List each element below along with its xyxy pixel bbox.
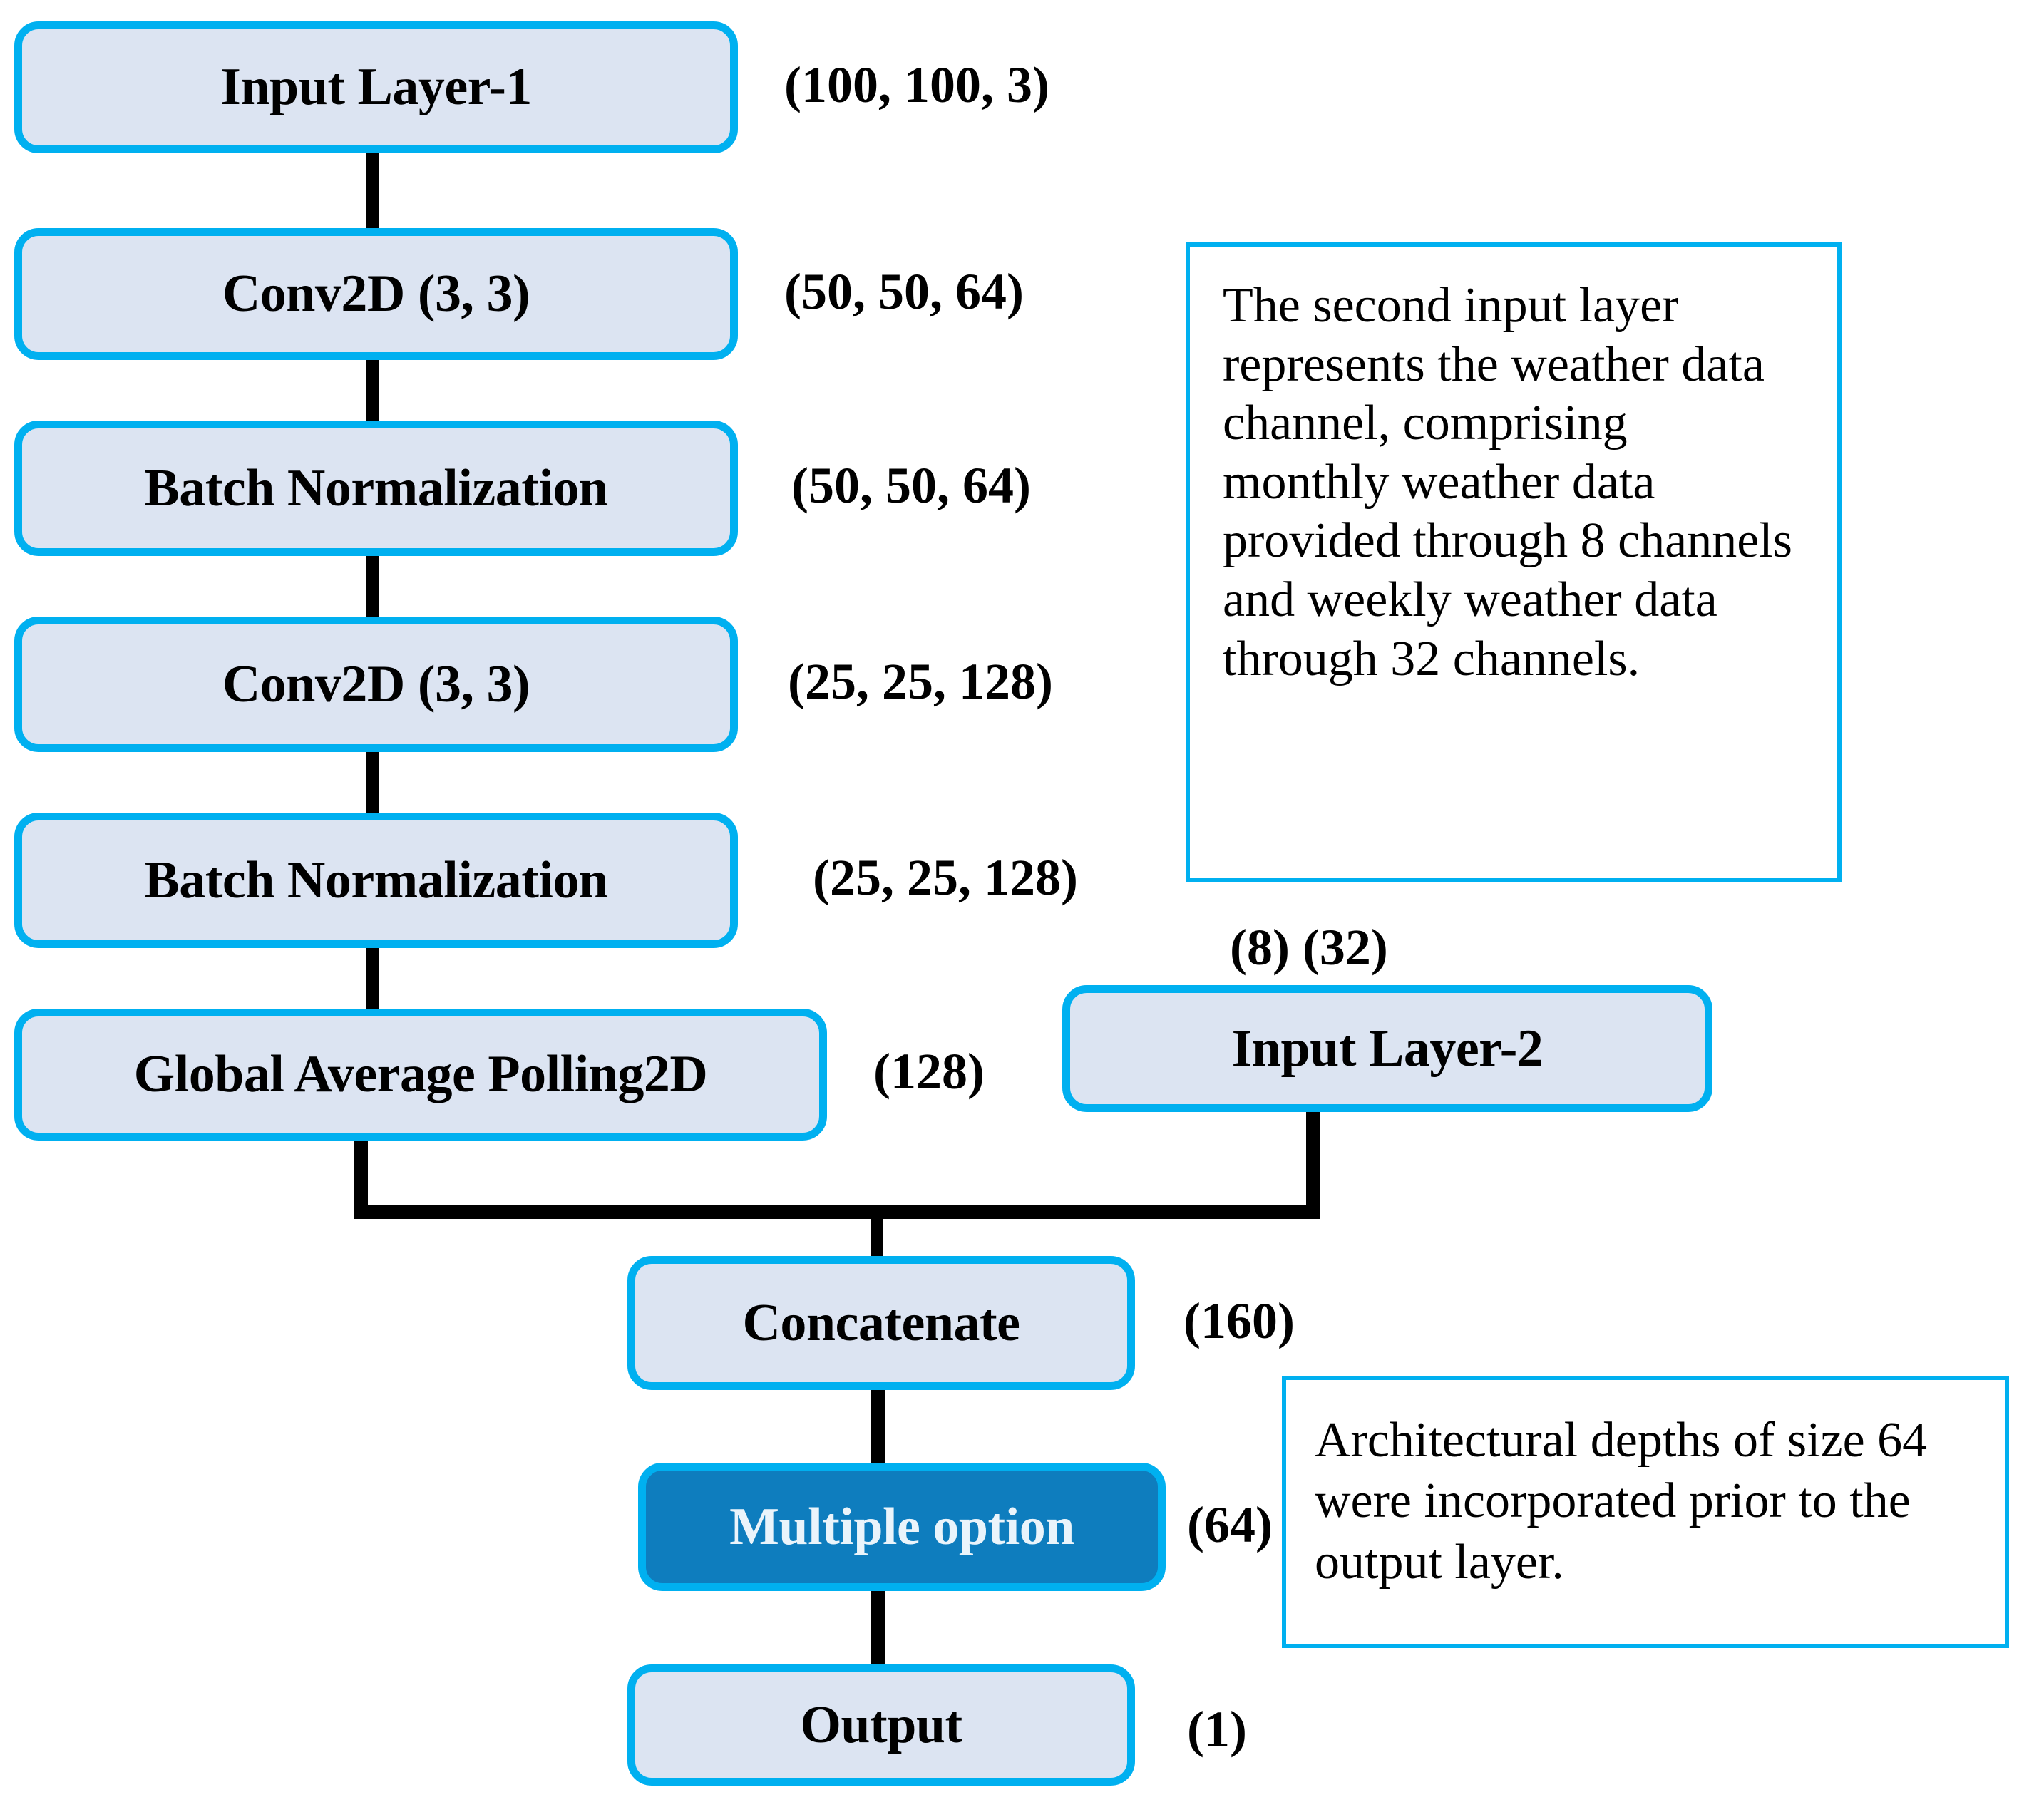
node-concatenate[interactable]: Concatenate (627, 1256, 1135, 1390)
note-text: Architectural depths of size 64 were inc… (1315, 1413, 1928, 1590)
shape-label-input-layer-1: (100, 100, 3) (784, 56, 1049, 113)
node-label: Conv2D (3, 3) (222, 264, 530, 323)
note-text: The second input layer represents the we… (1223, 278, 1792, 686)
shape-label-input-layer-2: (8) (32) (1230, 919, 1388, 976)
node-label: Global Average Polling2D (133, 1045, 708, 1103)
shape-label-batch-normalization-1: (50, 50, 64) (791, 457, 1031, 514)
edge-input2-down (1306, 1101, 1320, 1219)
node-input-layer-1[interactable]: Input Layer-1 (14, 21, 738, 153)
edge-bn1-conv2 (366, 547, 379, 626)
node-label: Batch Normalization (144, 850, 608, 910)
edge-conv2-bn2 (366, 743, 379, 822)
shape-label-batch-normalization-2: (25, 25, 128) (813, 849, 1078, 906)
node-batch-normalization-1[interactable]: Batch Normalization (14, 421, 738, 556)
shape-label-multiple-option: (64) (1187, 1496, 1273, 1553)
node-conv2d-1[interactable]: Conv2D (3, 3) (14, 228, 738, 360)
node-output[interactable]: Output (627, 1664, 1135, 1786)
shape-label-concatenate: (160) (1183, 1292, 1295, 1349)
edge-dense-output (871, 1588, 885, 1670)
node-label: Multiple option (729, 1497, 1074, 1556)
edge-gap-down (354, 1128, 368, 1218)
node-batch-normalization-2[interactable]: Batch Normalization (14, 813, 738, 948)
node-label: Input Layer-1 (220, 58, 532, 116)
shape-label-global-average-pooling2d: (128) (873, 1043, 985, 1100)
edge-concat-dense (871, 1385, 885, 1471)
edge-junction-concat (871, 1205, 883, 1263)
node-input-layer-2[interactable]: Input Layer-2 (1062, 985, 1712, 1112)
node-label: Output (800, 1695, 962, 1754)
edge-junction-bar (354, 1205, 1320, 1219)
shape-label-conv2d-2: (25, 25, 128) (788, 653, 1053, 710)
edge-input1-conv1 (366, 143, 379, 239)
edge-bn2-gap (366, 940, 379, 1018)
node-label: Batch Normalization (144, 458, 608, 518)
edge-conv1-bn1 (366, 351, 379, 429)
shape-label-output: (1) (1187, 1701, 1247, 1758)
node-label: Conv2D (3, 3) (222, 654, 530, 714)
note-architectural-depth: Architectural depths of size 64 were inc… (1282, 1376, 2009, 1648)
shape-label-conv2d-1: (50, 50, 64) (784, 263, 1024, 320)
node-global-average-pooling2d[interactable]: Global Average Polling2D (14, 1009, 827, 1141)
node-label: Concatenate (742, 1293, 1020, 1352)
node-conv2d-2[interactable]: Conv2D (3, 3) (14, 617, 738, 752)
node-multiple-option[interactable]: Multiple option (638, 1463, 1166, 1591)
note-second-input-layer: The second input layer represents the we… (1186, 242, 1842, 882)
node-label: Input Layer-2 (1231, 1019, 1544, 1078)
